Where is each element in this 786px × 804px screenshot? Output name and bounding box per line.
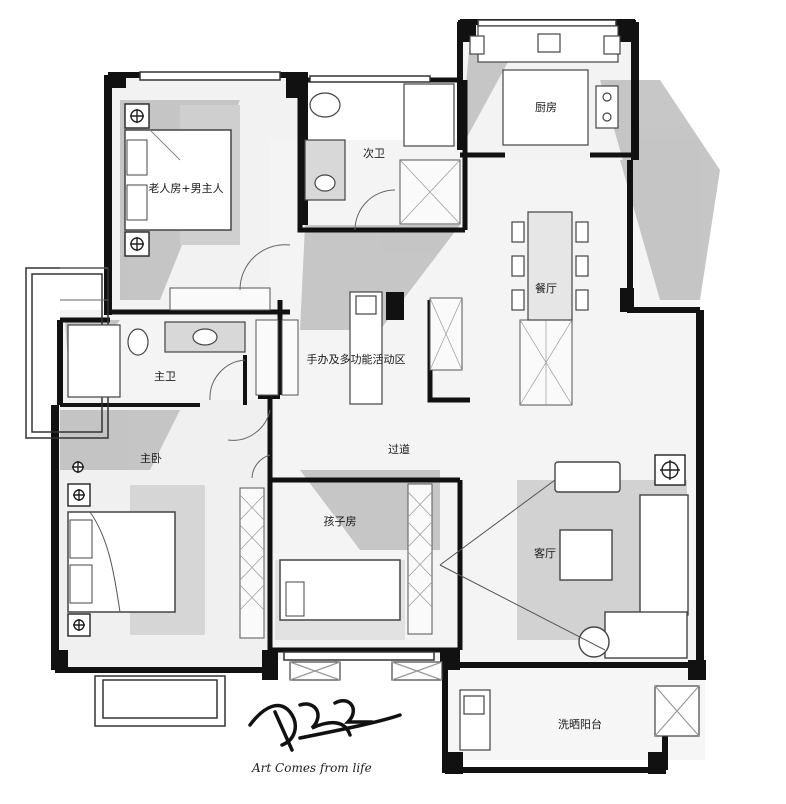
balcony-fixtures <box>289 661 700 751</box>
lamp-icon <box>67 483 91 507</box>
kids-bed <box>279 559 401 621</box>
lamp-icon <box>124 231 150 257</box>
label-kitchen: 厨房 <box>535 101 557 114</box>
label-master-bedroom: 主卧 <box>140 452 162 465</box>
label-living-room: 客厅 <box>534 546 556 560</box>
wardrobe-hatching <box>239 159 573 611</box>
label-master-bath: 主卫 <box>154 370 176 383</box>
label-corridor: 过道 <box>388 442 410 456</box>
bath-fixtures <box>67 83 455 398</box>
label-laundry-balcony: 洗晒阳台 <box>558 717 602 731</box>
label-second-bath: 次卫 <box>363 146 385 160</box>
label-kids-room: 孩子房 <box>324 515 357 528</box>
hobby-shelf <box>349 291 383 405</box>
lamp-icon <box>124 103 150 129</box>
label-dining: 餐厅 <box>535 281 557 295</box>
lamp-icon <box>654 454 686 486</box>
lamp-icon <box>72 461 84 473</box>
tagline: Art Comes from life <box>251 761 372 775</box>
door-swings <box>60 189 396 479</box>
label-elder-bedroom: 老人房+男主人 <box>148 182 223 195</box>
master-bed <box>67 511 176 613</box>
label-hobby-area: 手办及多功能活动区 <box>307 352 406 366</box>
dining-furniture <box>511 211 589 321</box>
room-labels: 老人房+男主人 次卫 厨房 餐厅 主卫 手办及多功能活动区 主卧 过道 孩子房 … <box>140 101 602 731</box>
living-furniture <box>554 461 689 659</box>
signature-mark <box>248 699 402 752</box>
lamp-icon <box>67 613 91 637</box>
kitchen-fixtures <box>469 25 621 146</box>
elder-bed <box>124 129 232 231</box>
